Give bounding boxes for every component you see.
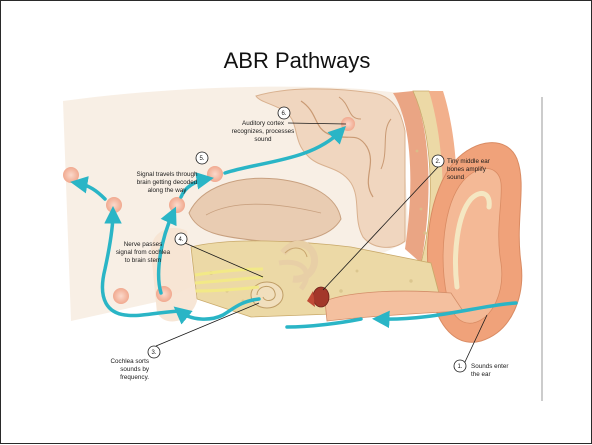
callout-label-3: Cochlea sorts sounds by frequency. <box>111 358 150 381</box>
label-line: Signal travels through <box>137 171 198 178</box>
label-line: along the way <box>148 187 188 194</box>
callout-label-1: Sounds enter the ear <box>471 363 508 378</box>
label-line: the ear <box>471 371 491 378</box>
label-line: sound <box>254 136 272 143</box>
callout-number: 2. <box>435 159 440 165</box>
arrow-canal <box>287 319 361 327</box>
label-line: signal from cochlea <box>116 249 171 256</box>
callout-number: 1. <box>457 364 462 370</box>
label-line: bones amplify <box>447 166 487 173</box>
callout-number: 3. <box>151 350 156 356</box>
label-line: sounds by <box>120 366 150 373</box>
label-line: Cochlea sorts <box>111 358 150 365</box>
label-line: sound <box>447 174 465 181</box>
label-line: Auditory cortex <box>242 120 285 127</box>
label-line: frequency. <box>120 374 149 381</box>
label-line: Nerve passes <box>124 241 163 248</box>
callout-number: 6. <box>281 111 286 117</box>
callout-number: 5. <box>199 156 204 162</box>
relay-node <box>207 166 223 182</box>
label-line: recognizes, processes <box>232 128 295 135</box>
label-line: Sounds enter <box>471 363 508 370</box>
label-line: brain getting decoded <box>137 179 198 186</box>
relay-node <box>63 167 79 183</box>
relay-node <box>113 288 129 304</box>
relay-node <box>169 197 185 213</box>
callout-number: 4. <box>178 237 183 243</box>
label-line: Tiny middle ear <box>447 158 490 165</box>
label-line: to brain stem <box>125 257 161 264</box>
relay-node <box>106 197 122 213</box>
